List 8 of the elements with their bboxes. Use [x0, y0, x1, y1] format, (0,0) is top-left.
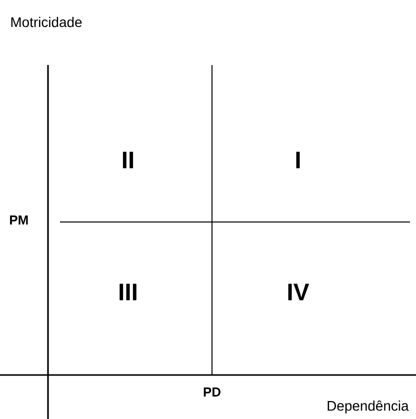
- axis-label: Motricidade: [11, 16, 82, 28]
- axis-label: IV: [288, 284, 310, 300]
- axis-label: III: [120, 284, 136, 300]
- axis-label: Dependência: [328, 400, 409, 414]
- axis-label: PM: [10, 216, 28, 224]
- axis-label: I: [296, 152, 300, 168]
- axis-label: II: [122, 152, 134, 168]
- axis-label: PD: [204, 388, 220, 396]
